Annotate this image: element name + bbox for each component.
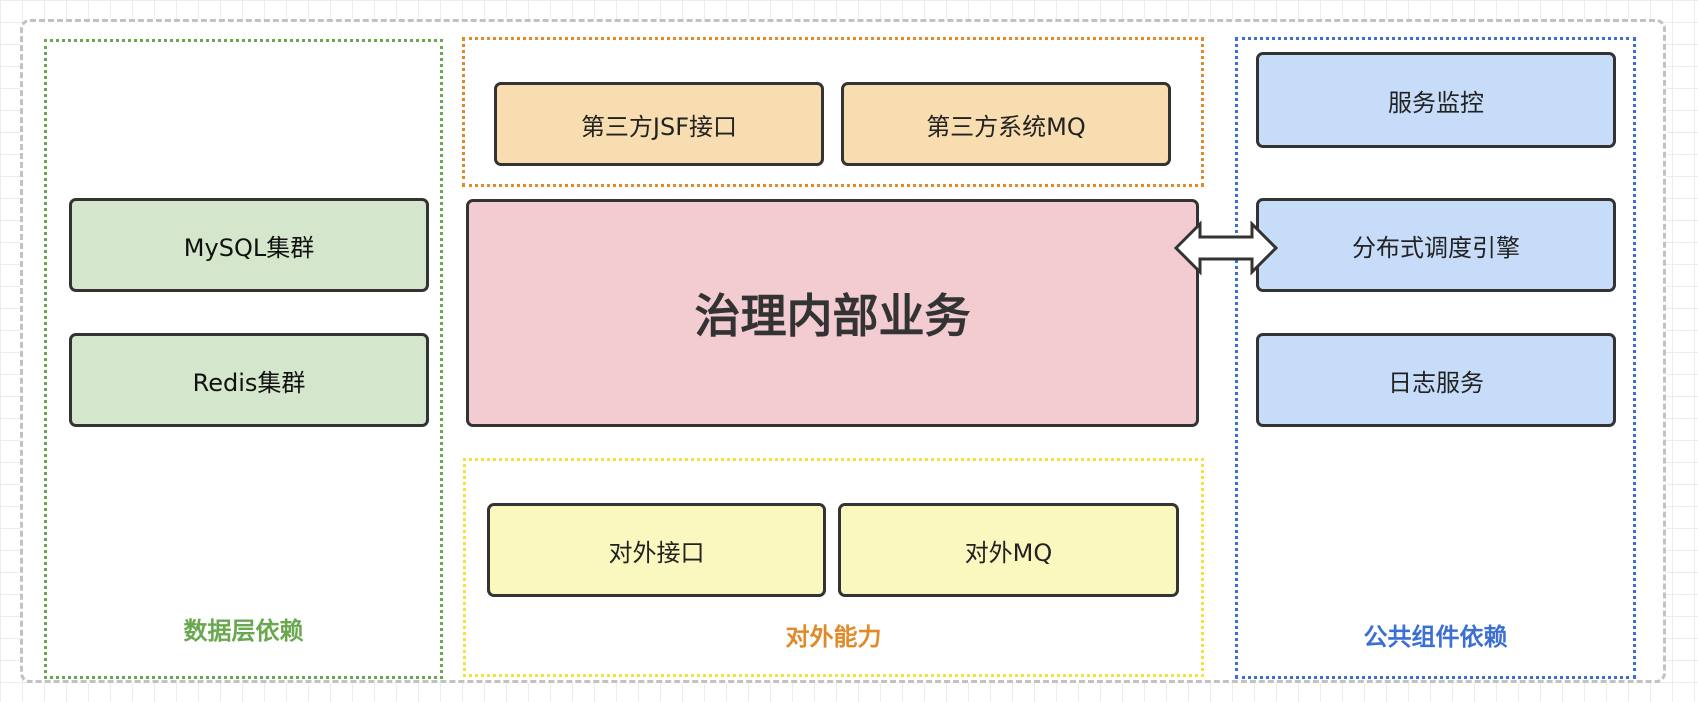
third-party-mq-box: 第三方系统MQ (841, 82, 1171, 166)
redis-cluster-box: Redis集群 (69, 333, 429, 427)
data-layer-label: 数据层依赖 (183, 616, 304, 645)
external-capability-label: 对外能力 (785, 622, 882, 651)
external-capability-group (463, 458, 1204, 677)
external-mq-box: 对外MQ (838, 503, 1179, 597)
public-component-label: 公共组件依赖 (1363, 622, 1508, 651)
distributed-scheduler-box: 分布式调度引擎 (1256, 198, 1616, 292)
public-component-group (1235, 37, 1636, 679)
log-service-box: 日志服务 (1256, 333, 1616, 427)
third-party-group (462, 37, 1204, 187)
service-monitoring-box: 服务监控 (1256, 52, 1616, 148)
core-business-box: 治理内部业务 (466, 199, 1199, 427)
mysql-cluster-box: MySQL集群 (69, 198, 429, 292)
bidirectional-arrow-icon (1174, 220, 1278, 276)
data-layer-group (44, 39, 443, 679)
external-api-box: 对外接口 (487, 503, 826, 597)
third-party-jsf-box: 第三方JSF接口 (494, 82, 824, 166)
